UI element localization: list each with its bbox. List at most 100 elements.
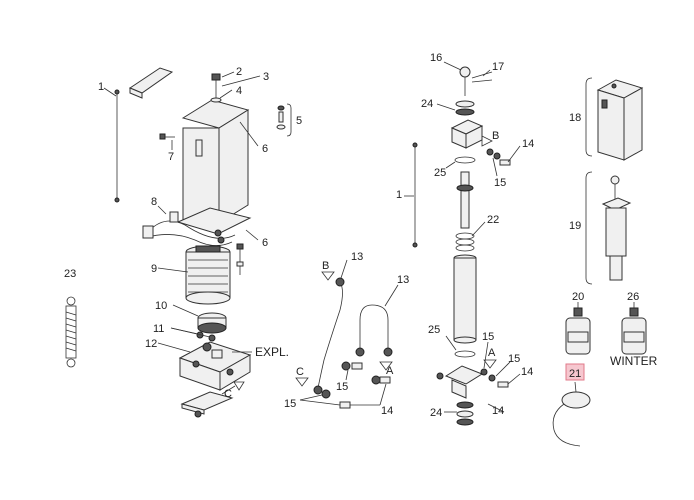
part-9-motor[interactable] — [185, 245, 231, 305]
part-22-spring[interactable] — [455, 232, 475, 252]
ref-letter-c-pipe: C — [296, 366, 304, 378]
piston-rod[interactable] — [456, 171, 474, 229]
part-13-pipe-right[interactable] — [355, 304, 393, 357]
part-19-actuator[interactable] — [601, 175, 632, 281]
leader-15f — [495, 361, 511, 377]
part-13-pipe-left[interactable] — [313, 277, 345, 395]
part-20-oil-bottle[interactable] — [565, 307, 591, 355]
leader-14b — [379, 383, 387, 406]
callout-16: 16 — [430, 52, 442, 64]
leader-1a — [103, 87, 117, 97]
part-24-seal-top[interactable] — [455, 100, 475, 116]
part-24-seal-bottom[interactable] — [456, 401, 474, 426]
label-expl: EXPL. — [255, 345, 289, 359]
cylinder-head[interactable] — [450, 119, 484, 149]
callout-3: 3 — [263, 71, 269, 83]
part-16-rod-eye[interactable] — [459, 66, 471, 96]
callout-12: 12 — [145, 338, 157, 350]
callout-24-bottom: 24 — [430, 407, 442, 419]
leader-9 — [157, 267, 189, 273]
cylinder-base[interactable] — [436, 365, 484, 399]
arrow-b-pipe — [321, 271, 335, 281]
callout-14-mid: 14 — [381, 405, 393, 417]
leader-14c — [507, 145, 521, 163]
ref-letter-b-head: B — [492, 130, 499, 142]
callout-1-left: 1 — [98, 81, 104, 93]
callout-15-mid: 15 — [336, 381, 348, 393]
ref-letter-c-pump: C — [224, 388, 232, 400]
middle-fittings[interactable] — [321, 361, 391, 409]
part-10-coupling[interactable] — [197, 312, 227, 334]
part-23-spring[interactable] — [65, 296, 77, 368]
part-1-rod-left[interactable] — [114, 89, 120, 203]
callout-5: 5 — [296, 115, 302, 127]
mounting-bracket[interactable] — [128, 67, 174, 99]
callout-21: 21 — [569, 368, 581, 380]
bracket-19 — [585, 171, 593, 285]
leader-15e — [483, 341, 489, 369]
callout-15-head: 15 — [494, 177, 506, 189]
part-25-oring-bottom[interactable] — [454, 350, 476, 358]
leader-11b — [170, 327, 211, 338]
leader-15c — [299, 399, 341, 406]
arrow-b-head — [481, 135, 493, 147]
washer-ring[interactable] — [214, 229, 225, 244]
callout-26: 26 — [627, 291, 639, 303]
leader-6b — [245, 229, 259, 241]
part-21-capacitor[interactable] — [552, 391, 591, 447]
leader-c-left — [221, 385, 236, 395]
leader-22 — [471, 221, 486, 237]
bracket-5 — [286, 103, 292, 137]
leader-24a — [436, 103, 456, 111]
arrow-a-base — [483, 359, 497, 369]
part-25-oring-top[interactable] — [454, 156, 476, 164]
callout-4: 4 — [236, 85, 242, 97]
callout-11: 11 — [153, 323, 164, 335]
leader-15d — [492, 157, 498, 177]
part-12-pump-body[interactable] — [178, 341, 252, 391]
base-fittings[interactable] — [480, 368, 509, 388]
part-26-oil-bottle-winter[interactable] — [621, 307, 647, 355]
leader-21 — [574, 381, 577, 393]
callout-13-right: 13 — [397, 274, 409, 286]
callout-15-base-right: 15 — [508, 353, 520, 365]
head-fittings[interactable] — [486, 148, 511, 166]
leader-12 — [157, 342, 191, 353]
part-6-housing[interactable] — [181, 99, 250, 224]
callout-23: 23 — [64, 268, 76, 280]
callout-6-bottom: 6 — [262, 237, 268, 249]
callout-18: 18 — [569, 112, 581, 124]
callout-17: 17 — [492, 61, 504, 73]
leader-16 — [443, 61, 462, 71]
callout-7: 7 — [168, 151, 174, 163]
callout-10: 10 — [155, 300, 167, 312]
label-winter: WINTER — [610, 354, 658, 368]
callout-19: 19 — [569, 220, 581, 232]
callout-13-left: 13 — [351, 251, 363, 263]
callout-15-low: 15 — [284, 398, 296, 410]
callout-1-right: 1 — [396, 189, 402, 201]
callout-25-top: 25 — [434, 167, 446, 179]
leader-8 — [157, 205, 167, 215]
part-7-screw[interactable] — [159, 133, 175, 140]
arrow-a-pipe — [379, 361, 393, 371]
part-4-washer[interactable] — [210, 97, 222, 103]
callout-24-top: 24 — [421, 98, 433, 110]
callout-6-top: 6 — [262, 143, 268, 155]
part-5-fasteners[interactable] — [276, 105, 286, 130]
leader-17 — [482, 69, 491, 77]
ref-letter-a-pipe: A — [386, 365, 394, 377]
hex-bolt[interactable] — [236, 243, 244, 275]
leader-15b — [299, 394, 323, 401]
part-1-rod-right[interactable] — [412, 142, 418, 248]
cylinder-tube[interactable] — [453, 254, 477, 344]
lower-bracket[interactable] — [180, 391, 234, 418]
bottom-pin[interactable] — [487, 403, 505, 413]
part-6-base-plate[interactable] — [176, 207, 252, 235]
callout-15-base: 15 — [482, 331, 494, 343]
part-18-power-unit[interactable] — [596, 79, 644, 161]
leader-14d — [507, 373, 521, 385]
callout-14-head: 14 — [522, 138, 534, 150]
part-17-pins[interactable] — [471, 71, 493, 83]
